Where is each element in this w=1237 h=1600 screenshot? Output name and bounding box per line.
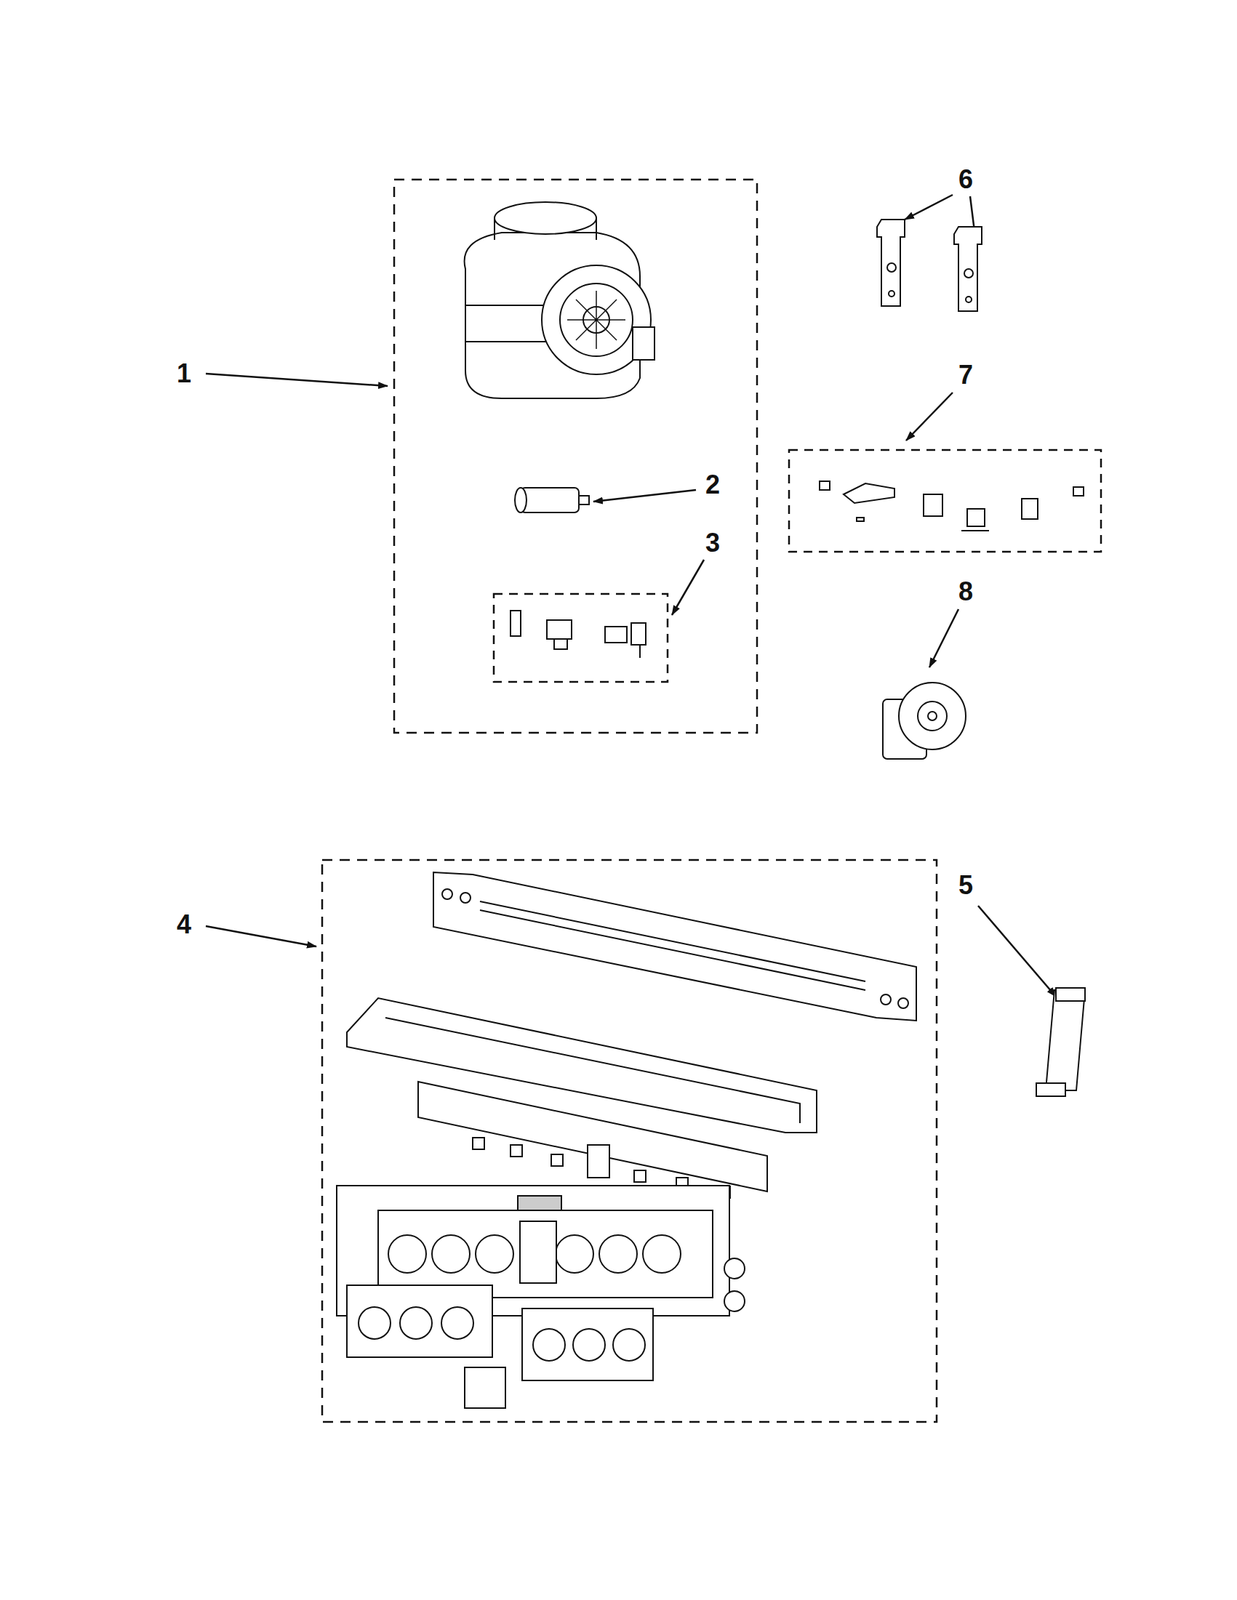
callout-number: 6 — [958, 166, 974, 193]
callout-number: 8 — [958, 578, 974, 606]
callout-number: 7 — [958, 362, 974, 389]
callout-number: 5 — [958, 872, 974, 899]
callout-number: 1 — [176, 360, 192, 387]
group-box — [322, 860, 937, 1423]
group-box — [493, 594, 668, 683]
callout-number: 2 — [705, 471, 720, 499]
group-box — [789, 450, 1102, 552]
callout-number: 4 — [176, 911, 192, 939]
callout-number: 3 — [705, 530, 720, 557]
group-box — [394, 179, 758, 734]
